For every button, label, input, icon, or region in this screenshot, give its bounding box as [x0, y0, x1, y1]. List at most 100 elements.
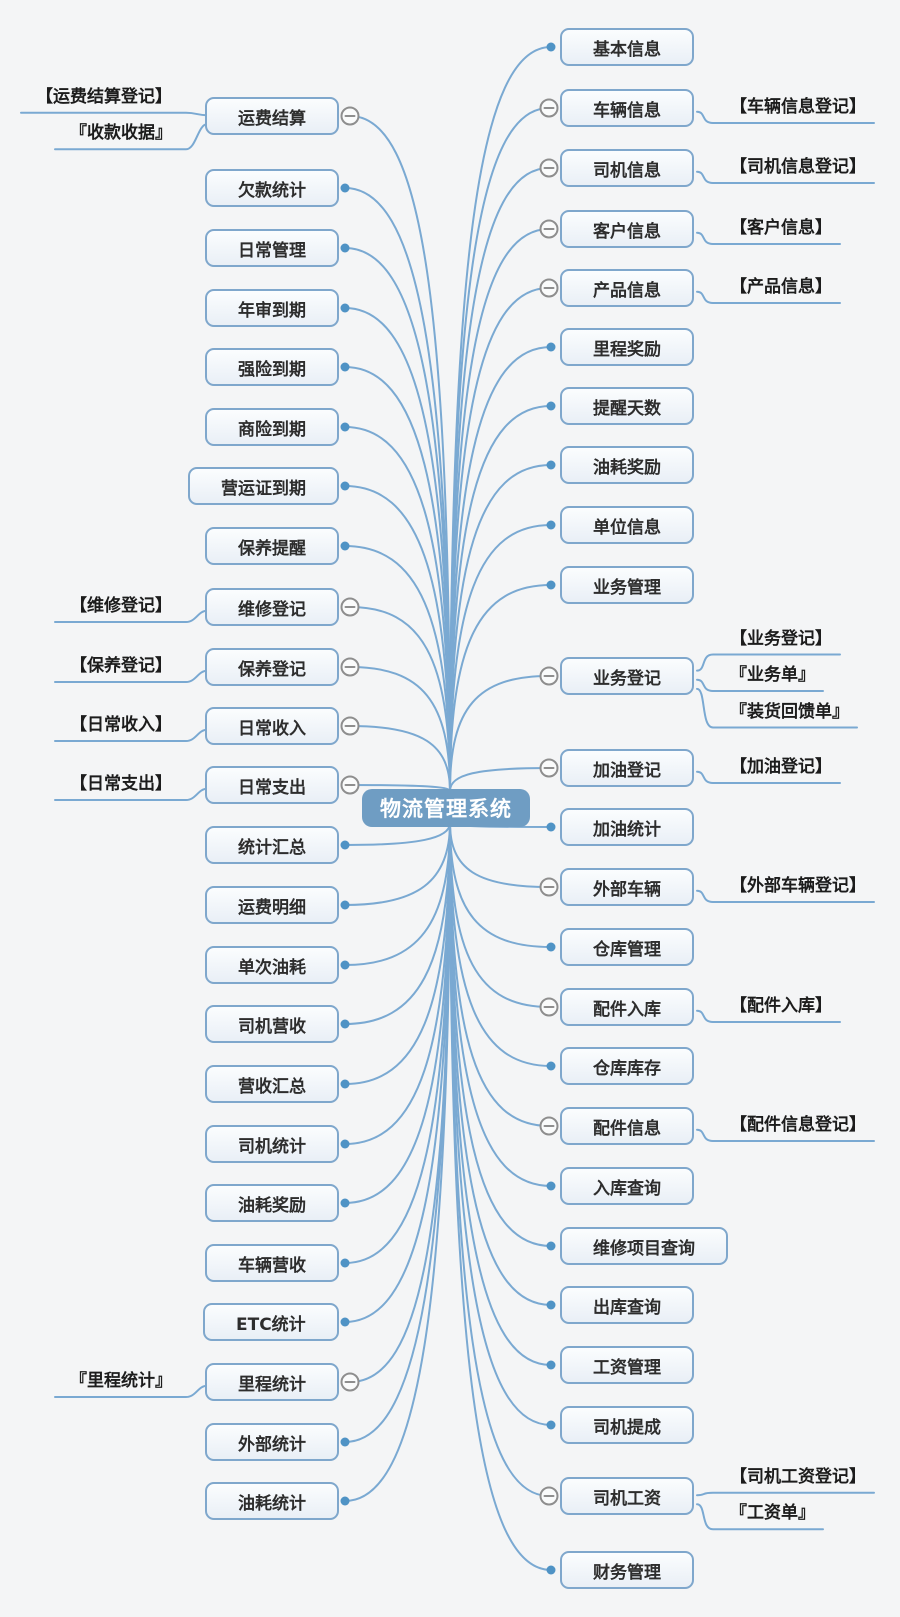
node-left-4[interactable]: 强险到期	[205, 348, 339, 386]
edge-curve	[696, 1491, 875, 1497]
node-left-1[interactable]: 欠款统计	[205, 169, 339, 207]
sub-topic-label[interactable]: 『工资单』	[730, 1503, 815, 1524]
link-dot-icon	[340, 1496, 350, 1506]
sub-topic-label[interactable]: 【产品信息】	[730, 277, 832, 297]
sub-topic-label[interactable]: 【配件信息登记】	[730, 1115, 866, 1135]
node-left-7[interactable]: 保养提醒	[205, 527, 339, 565]
node-right-14[interactable]: 仓库管理	[560, 928, 694, 966]
link-dot-icon	[546, 1241, 556, 1251]
node-right-24[interactable]: 财务管理	[560, 1551, 694, 1589]
sub-topic-label[interactable]: 【加油登记】	[730, 757, 832, 777]
node-left-19[interactable]: 车辆营收	[205, 1244, 339, 1282]
sub-topic-label[interactable]: 【配件入库】	[730, 996, 832, 1016]
node-right-19[interactable]: 维修项目查询	[560, 1227, 728, 1265]
node-left-8[interactable]: 维修登记	[205, 588, 339, 626]
node-left-6[interactable]: 营运证到期	[188, 467, 339, 505]
sub-topic-label[interactable]: 【司机工资登记】	[730, 1466, 866, 1487]
sub-topic-label[interactable]: 【日常支出】	[70, 774, 172, 794]
node-right-12[interactable]: 加油统计	[560, 808, 694, 846]
node-left-20[interactable]: ETC统计	[203, 1303, 339, 1341]
node-left-9[interactable]: 保养登记	[205, 648, 339, 686]
edge-curve	[449, 822, 550, 1127]
node-left-18[interactable]: 油耗奖励	[205, 1184, 339, 1222]
node-right-20[interactable]: 出库查询	[560, 1286, 694, 1324]
edge-curve	[449, 584, 552, 792]
sub-topic-label[interactable]: 【司机信息登记】	[730, 157, 866, 177]
sub-topic-label[interactable]: 【日常收入】	[70, 715, 172, 735]
sub-topic-label[interactable]: 『里程统计』	[70, 1371, 172, 1391]
node-right-4[interactable]: 产品信息	[560, 269, 694, 307]
sub-topic-label[interactable]: 『装货回馈单』	[730, 701, 849, 722]
sub-topic-label[interactable]: 【车辆信息登记】	[730, 97, 866, 117]
sub-topic-label[interactable]: 【外部车辆登记】	[730, 876, 866, 896]
node-right-6[interactable]: 提醒天数	[560, 387, 694, 425]
edge-curve	[449, 822, 550, 888]
link-dot-icon	[546, 1181, 556, 1191]
node-left-14[interactable]: 单次油耗	[205, 946, 339, 984]
edge-curve	[449, 822, 550, 1008]
node-right-23[interactable]: 司机工资	[560, 1477, 694, 1515]
sub-topic-label[interactable]: 『收款收据』	[70, 123, 172, 144]
sub-topic-label[interactable]: 【客户信息】	[730, 218, 832, 238]
node-left-21[interactable]: 里程统计	[205, 1363, 339, 1401]
link-dot-icon	[340, 1317, 350, 1327]
edge-curve	[349, 725, 451, 792]
node-left-12[interactable]: 统计汇总	[205, 826, 339, 864]
link-dot-icon	[340, 481, 350, 491]
node-right-16[interactable]: 仓库库存	[560, 1047, 694, 1085]
sub-topic-label[interactable]: 【维修登记】	[70, 596, 172, 616]
node-left-11[interactable]: 日常支出	[205, 766, 339, 804]
edge-curve	[696, 678, 824, 692]
edge-curve	[344, 822, 451, 846]
node-right-1[interactable]: 车辆信息	[560, 89, 694, 127]
node-left-23[interactable]: 油耗统计	[205, 1482, 339, 1520]
node-right-7[interactable]: 油耗奖励	[560, 446, 694, 484]
sub-topic-label[interactable]: 【运费结算登记】	[36, 86, 172, 107]
edge-curve	[344, 822, 451, 1145]
node-right-2[interactable]: 司机信息	[560, 149, 694, 187]
node-left-5[interactable]: 商险到期	[205, 408, 339, 446]
node-right-9[interactable]: 业务管理	[560, 566, 694, 604]
edge-curve	[54, 123, 208, 151]
link-dot-icon	[546, 342, 556, 352]
edge-curve	[54, 609, 208, 623]
link-dot-icon	[340, 362, 350, 372]
node-left-16[interactable]: 营收汇总	[205, 1065, 339, 1103]
node-left-13[interactable]: 运费明细	[205, 886, 339, 924]
node-left-3[interactable]: 年审到期	[205, 289, 339, 327]
link-dot-icon	[546, 1360, 556, 1370]
edge-curve	[344, 485, 451, 792]
node-left-22[interactable]: 外部统计	[205, 1423, 339, 1461]
sub-topic-label[interactable]: 【保养登记】	[70, 656, 172, 676]
node-right-18[interactable]: 入库查询	[560, 1167, 694, 1205]
sub-topic-label[interactable]: 【业务登记】	[730, 628, 832, 649]
node-right-13[interactable]: 外部车辆	[560, 868, 694, 906]
link-dot-icon	[546, 580, 556, 590]
node-right-0[interactable]: 基本信息	[560, 28, 694, 66]
link-dot-icon	[546, 401, 556, 411]
link-dot-icon	[546, 520, 556, 530]
node-right-11[interactable]: 加油登记	[560, 749, 694, 787]
sub-topic-label[interactable]: 『业务单』	[730, 665, 815, 685]
node-right-17[interactable]: 配件信息	[560, 1107, 694, 1145]
node-left-15[interactable]: 司机营收	[205, 1005, 339, 1043]
root-topic[interactable]: 物流管理系统	[362, 789, 530, 827]
node-right-15[interactable]: 配件入库	[560, 988, 694, 1026]
node-left-0[interactable]: 运费结算	[205, 97, 339, 135]
node-right-8[interactable]: 单位信息	[560, 506, 694, 544]
node-right-22[interactable]: 司机提成	[560, 1406, 694, 1444]
edge-curve	[696, 1503, 824, 1531]
node-left-17[interactable]: 司机统计	[205, 1125, 339, 1163]
node-left-2[interactable]: 日常管理	[205, 229, 339, 267]
node-right-5[interactable]: 里程奖励	[560, 328, 694, 366]
edge-curve	[449, 822, 552, 948]
link-dot-icon	[340, 1258, 350, 1268]
link-dot-icon	[546, 1061, 556, 1071]
link-dot-icon	[546, 1300, 556, 1310]
node-right-3[interactable]: 客户信息	[560, 210, 694, 248]
node-right-10[interactable]: 业务登记	[560, 657, 694, 695]
node-left-10[interactable]: 日常收入	[205, 707, 339, 745]
edge-curve	[54, 787, 208, 801]
node-right-21[interactable]: 工资管理	[560, 1346, 694, 1384]
